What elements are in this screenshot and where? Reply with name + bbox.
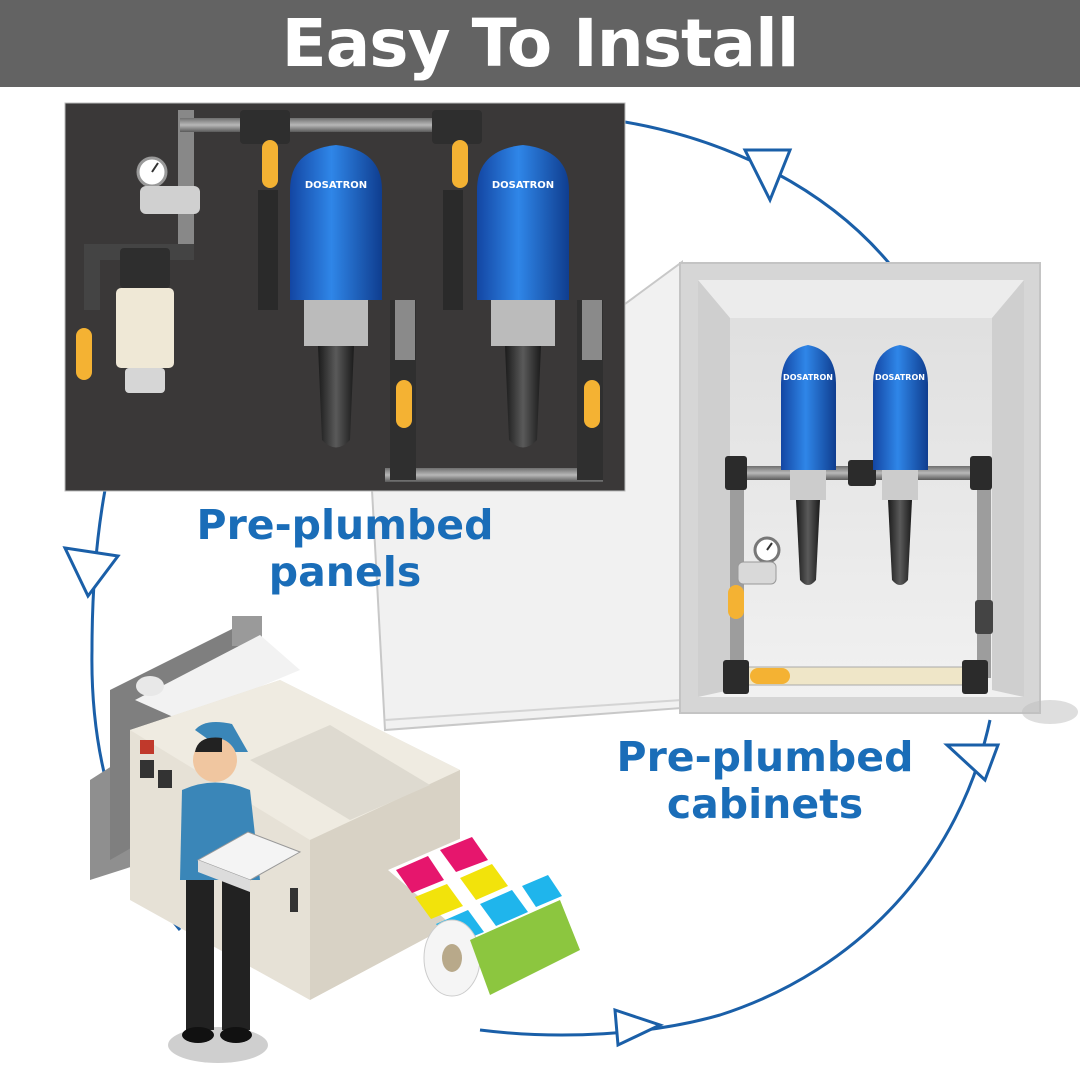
caption-panels-line1: Pre-plumbed [196, 501, 494, 549]
dosatron-pump-icon: DOSATRON DOSATRON [290, 145, 569, 448]
svg-text:DOSATRON: DOSATRON [492, 180, 554, 191]
ball-valve-icon [76, 140, 600, 428]
page-title: Easy To Install [281, 5, 800, 82]
cabinet-piping [723, 456, 993, 694]
svg-text:DOSATRON: DOSATRON [783, 373, 833, 382]
pressure-gauge-icon [737, 536, 781, 585]
svg-text:DOSATRON: DOSATRON [875, 373, 925, 382]
caption-cabinets-line1: Pre-plumbed [616, 733, 914, 781]
dosatron-pump-icon: DOSATRON DOSATRON [781, 345, 928, 585]
water-filter-icon [116, 248, 174, 393]
caption-cabinets: Pre-plumbed cabinets [590, 737, 940, 831]
caption-panels-line2: panels [268, 548, 422, 596]
pressure-gauge-icon [136, 156, 200, 214]
worker-figure [168, 722, 302, 1063]
cycle-arrow-icon [62, 120, 1001, 1048]
ball-valve-icon [728, 585, 790, 684]
caption-panels: Pre-plumbed panels [170, 505, 520, 599]
header-bar: Easy To Install [0, 0, 1080, 87]
caption-cabinets-line2: cabinets [666, 780, 864, 828]
svg-text:DOSATRON: DOSATRON [305, 180, 367, 191]
color-print-roll [388, 830, 580, 997]
